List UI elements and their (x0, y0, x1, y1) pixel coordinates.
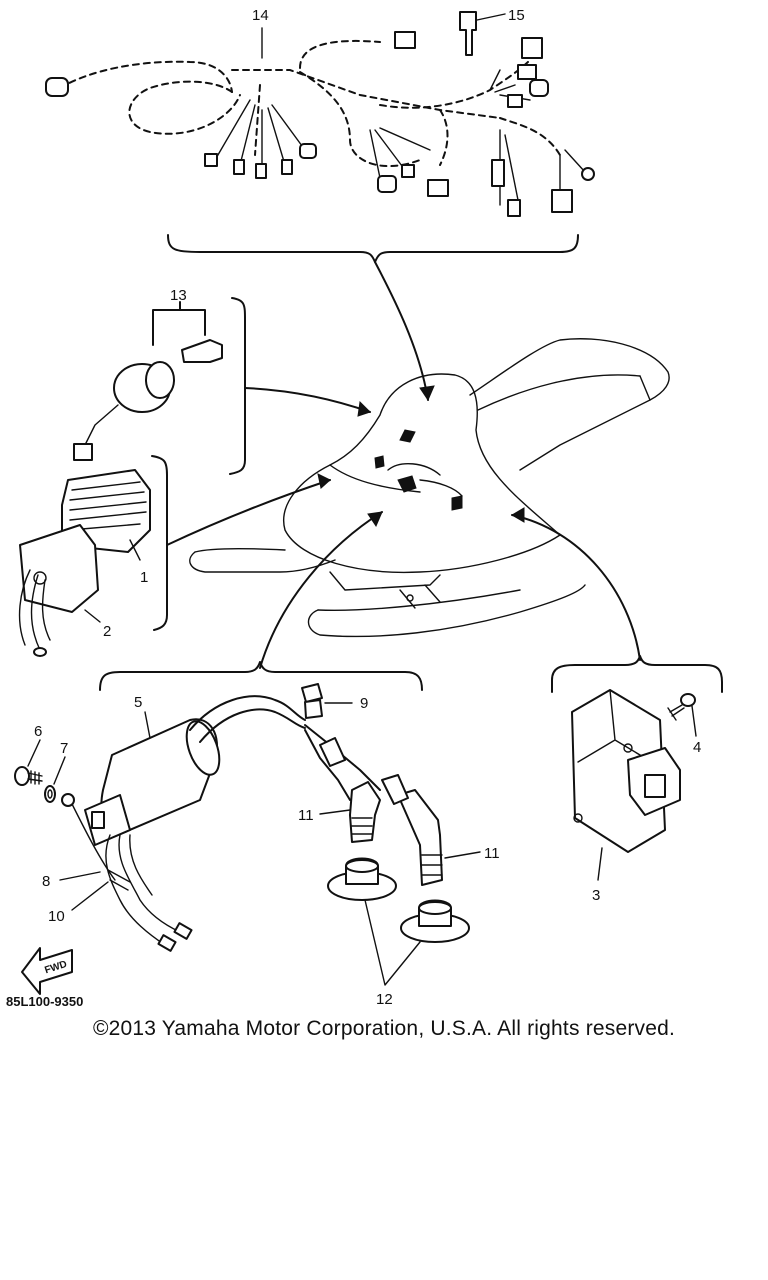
snowmobile-outline (189, 338, 670, 638)
part-label-6: 6 (34, 723, 42, 740)
exploded-parts-diagram: FWD 14 15 13 1 2 5 6 7 8 10 9 11 11 12 4… (6, 7, 723, 1009)
part-label-11-left: 11 (298, 807, 314, 824)
leader-lines (27, 27, 697, 986)
part-label-15: 15 (508, 7, 525, 24)
plug-cap-parts (319, 737, 443, 886)
copyright-notice: ©2013 Yamaha Motor Corporation, U.S.A. A… (92, 1017, 676, 1040)
part-label-9: 9 (360, 695, 368, 712)
cap-part (301, 683, 323, 719)
part-label-4: 4 (693, 739, 701, 756)
regulator-part (551, 655, 723, 881)
part-label-8: 8 (42, 873, 50, 890)
key-part (459, 11, 506, 56)
part-label-5: 5 (134, 694, 142, 711)
diagram-reference-code: 85L100-9350 (6, 994, 83, 1009)
main-switch-part (73, 297, 371, 475)
part-label-2: 2 (103, 623, 111, 640)
boot-parts (327, 857, 470, 943)
callout-arrows (259, 261, 641, 669)
ignition-coil-part (61, 695, 381, 952)
screw-and-washer-parts (14, 766, 56, 803)
part-label-13: 13 (170, 287, 187, 304)
part-label-10: 10 (48, 908, 65, 925)
part-labels: 14 15 13 1 2 5 6 7 8 10 9 11 11 12 4 3 8… (6, 7, 701, 1009)
part-label-7: 7 (60, 740, 68, 757)
fwd-arrow-icon: FWD (21, 947, 73, 995)
coil-group-bracket (99, 661, 423, 691)
part-label-11-right: 11 (484, 845, 500, 862)
part-label-1: 1 (140, 569, 148, 586)
part-label-14: 14 (252, 7, 269, 24)
part-label-3: 3 (592, 887, 600, 904)
wire-harness (45, 31, 595, 263)
cdi-unit-parts (18, 455, 331, 657)
part-label-12: 12 (376, 991, 393, 1008)
